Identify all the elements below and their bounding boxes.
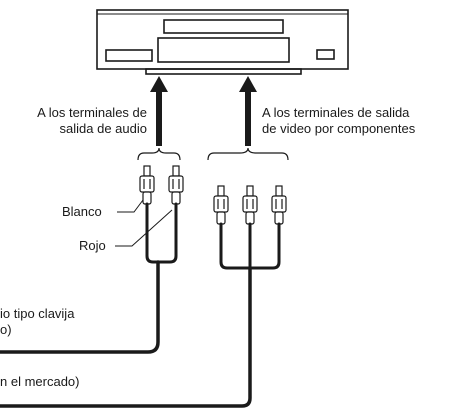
- audio-cable-label-line2: o): [0, 322, 12, 337]
- device-display: [163, 19, 284, 34]
- audio-brace: [137, 147, 181, 161]
- audio-out-label-line1: A los terminales de: [37, 105, 147, 120]
- device-left-slot: [105, 49, 153, 62]
- audio-cable-white-tail: [145, 202, 160, 264]
- white-plug-label: Blanco: [62, 204, 102, 219]
- red-leader: [115, 209, 173, 247]
- red-plug-label: Rojo: [79, 238, 106, 253]
- video-plugs: [213, 185, 287, 225]
- player-device: [96, 9, 349, 75]
- leader-lines: [115, 199, 173, 247]
- braces: [137, 147, 289, 161]
- plug-white: [139, 165, 155, 205]
- video-cable: [0, 266, 252, 408]
- audio-cable-red-tail: [156, 202, 178, 264]
- video-cable-tail-3: [248, 222, 281, 270]
- device-body: [96, 9, 349, 70]
- video-out-label-line2: de video por componentes: [262, 121, 416, 136]
- device-right-button: [316, 49, 335, 60]
- plug-red: [168, 165, 184, 205]
- device-foot: [145, 68, 302, 75]
- video-cable-label-line1: n el mercado): [0, 374, 80, 389]
- audio-cable-label-line1: io tipo clavija: [0, 306, 75, 321]
- plug-video-2: [242, 185, 258, 225]
- audio-out-label-line2: salida de audio: [59, 121, 147, 136]
- audio-arrow-head: [150, 76, 168, 92]
- plug-video-1: [213, 185, 229, 225]
- arrows: [150, 76, 257, 146]
- cables: [0, 202, 281, 408]
- plug-video-3: [271, 185, 287, 225]
- audio-cable: [0, 260, 160, 354]
- white-leader: [117, 199, 144, 213]
- video-out-label-line1: A los terminales de salida: [262, 105, 410, 120]
- video-arrow-shaft: [245, 86, 251, 146]
- video-brace: [207, 147, 289, 161]
- audio-plugs: [139, 165, 184, 205]
- device-front-panel: [157, 37, 290, 63]
- video-arrow-head: [239, 76, 257, 92]
- video-cable-tail-1: [219, 222, 252, 270]
- audio-arrow-shaft: [156, 86, 162, 146]
